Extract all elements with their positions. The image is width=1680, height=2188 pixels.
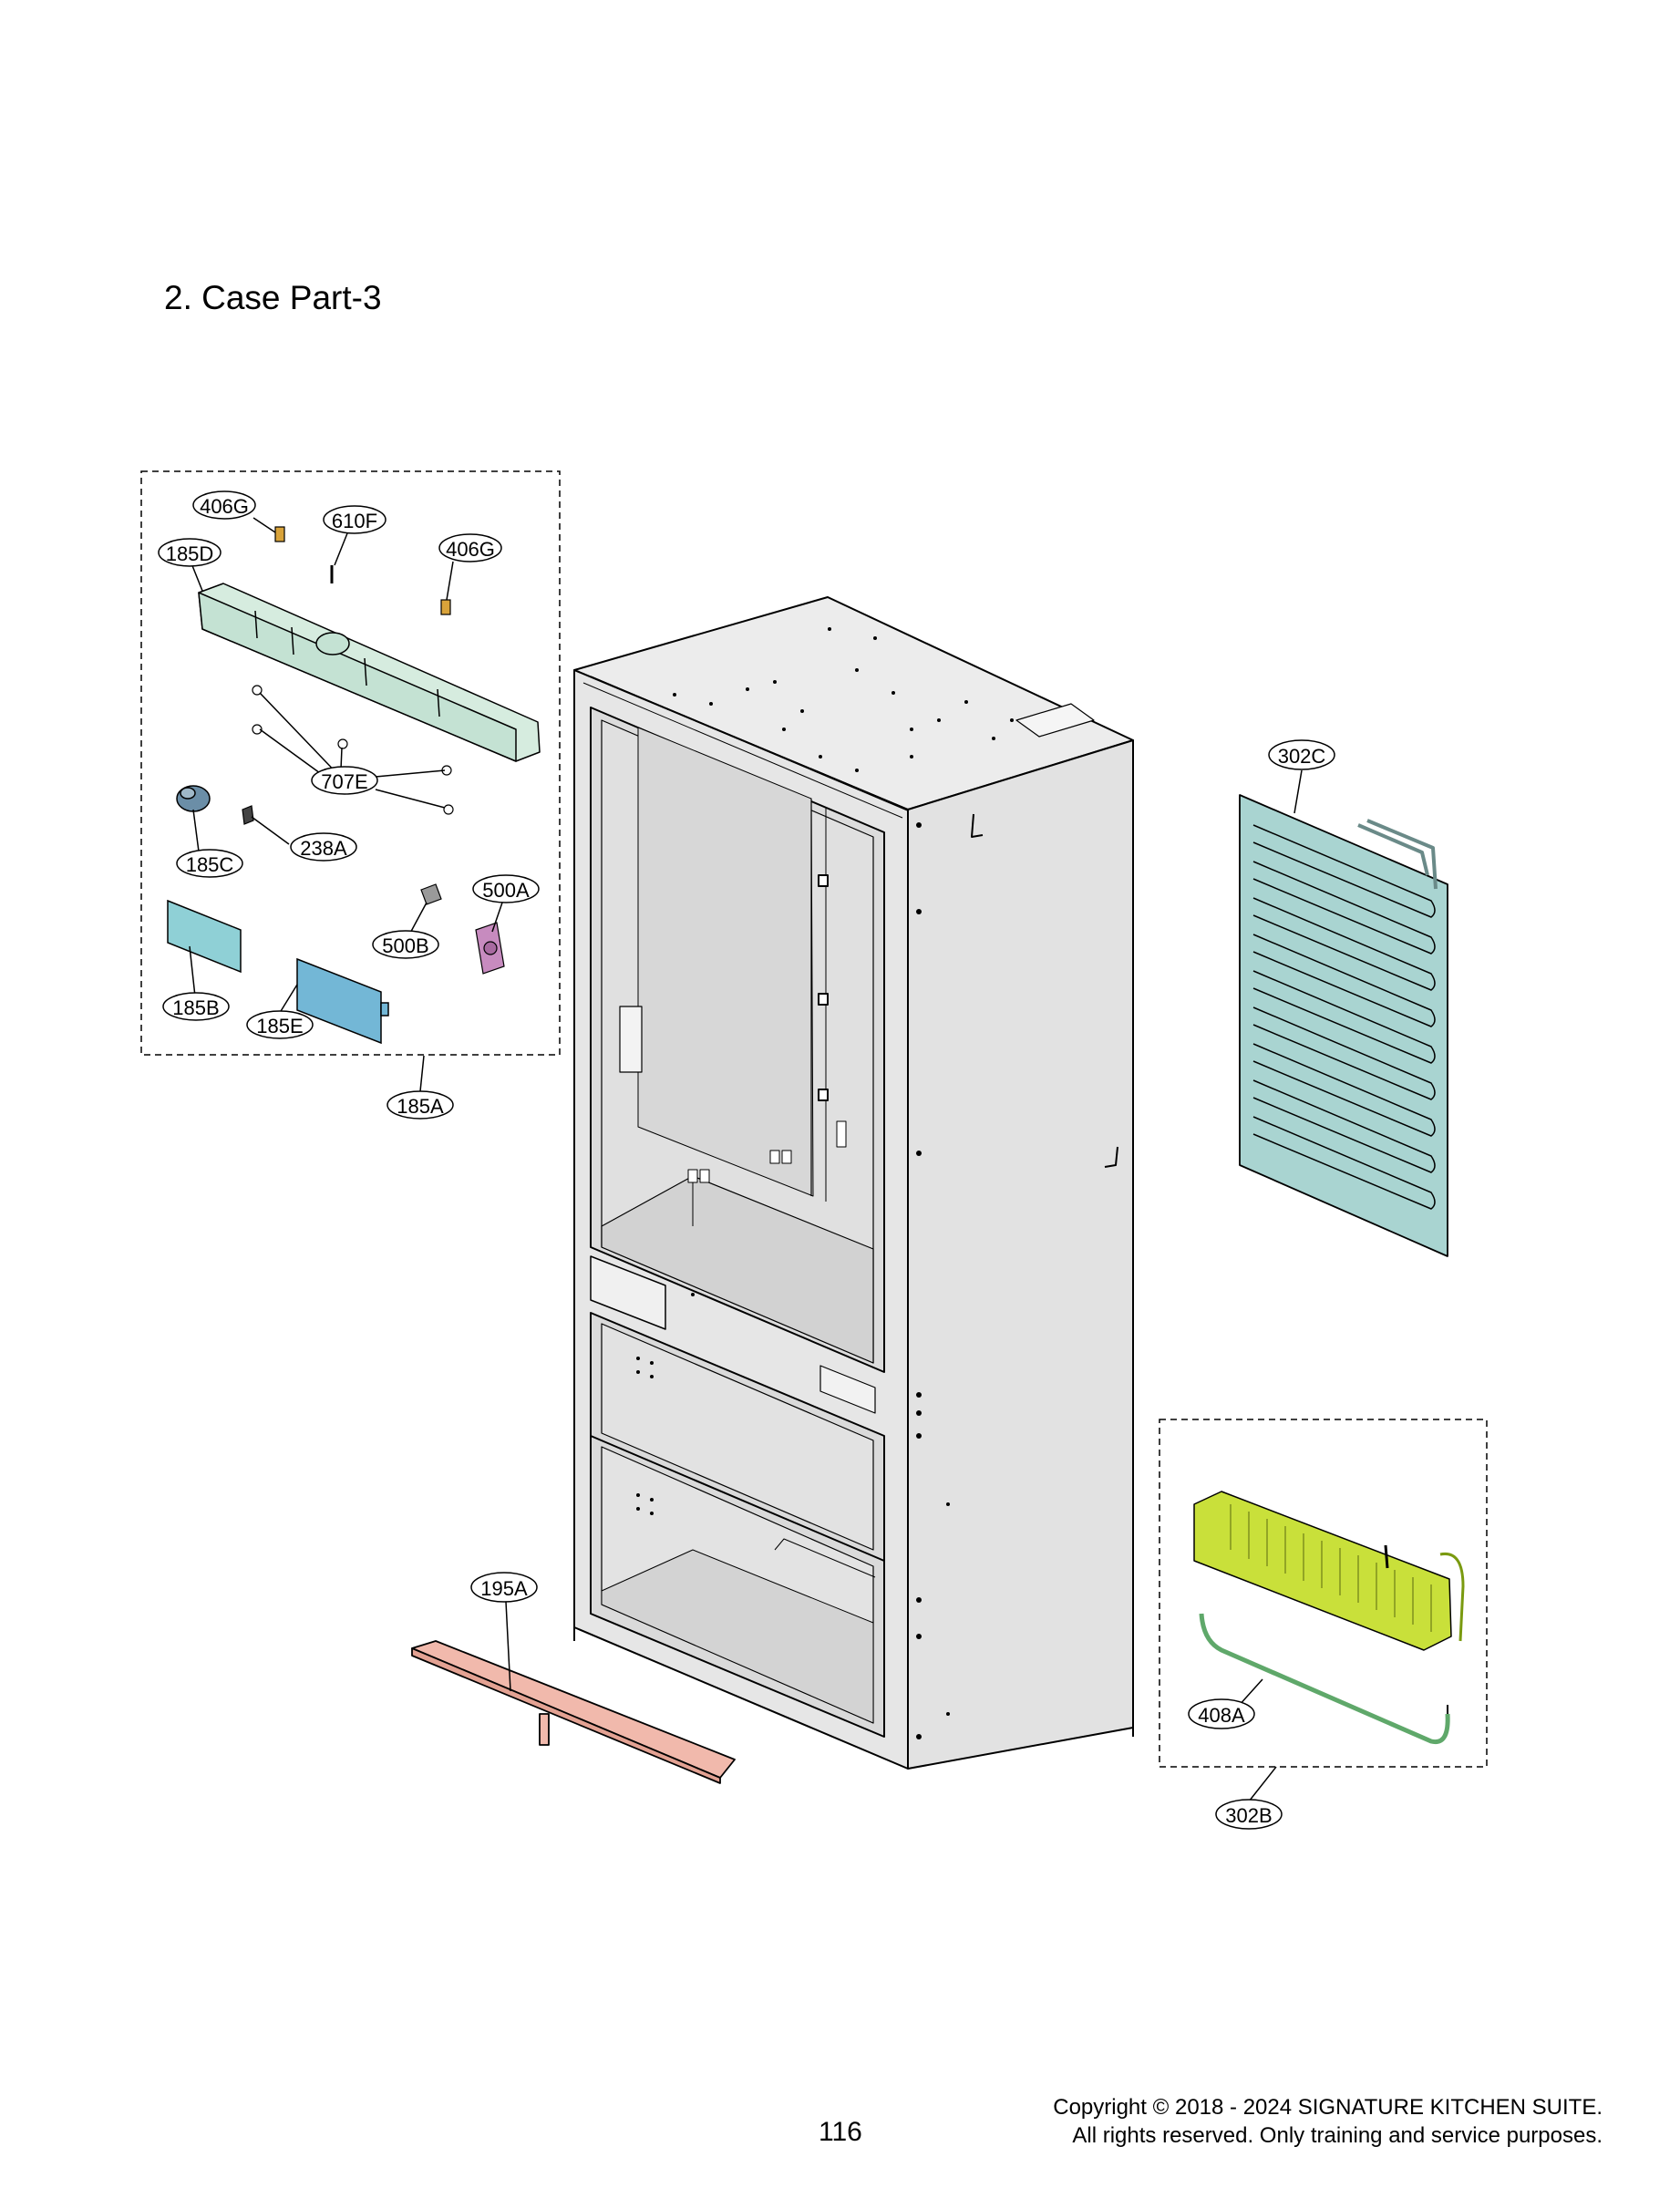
- callout-707E: 707E: [311, 766, 378, 795]
- callout-195A-label: 195A: [480, 1577, 528, 1600]
- callout-610F-label: 610F: [332, 510, 377, 532]
- callout-185A: 185A: [387, 1090, 454, 1120]
- callout-238A-label: 238A: [300, 837, 347, 860]
- part-406G-clip-b: [440, 599, 451, 615]
- callout-500A-label: 500A: [482, 879, 530, 902]
- callout-238A: 238A: [290, 832, 357, 862]
- callout-185D-label: 185D: [166, 542, 214, 565]
- callout-185D: 185D: [158, 538, 222, 567]
- callout-500A: 500A: [472, 874, 540, 903]
- callout-195A: 195A: [470, 1572, 538, 1603]
- callout-185A-label: 185A: [397, 1095, 444, 1118]
- callout-185E: 185E: [246, 1010, 314, 1039]
- part-185C-motor-cap: [176, 785, 211, 812]
- defrost-heater-group-box: [1159, 1419, 1488, 1768]
- callout-408A-label: 408A: [1198, 1704, 1245, 1727]
- part-302C-evaporator: [1239, 794, 1448, 1257]
- copyright-line-1: Copyright © 2018 - 2024 SIGNATURE KITCHE…: [1053, 2095, 1603, 2120]
- callout-302B-label: 302B: [1225, 1804, 1272, 1827]
- callout-406G-a-label: 406G: [200, 495, 249, 518]
- callout-500B-label: 500B: [382, 934, 428, 957]
- part-heater-assembly: [1193, 1491, 1465, 1651]
- callout-707E-label: 707E: [321, 770, 367, 793]
- callout-610F: 610F: [323, 505, 387, 534]
- part-406G-clip-a: [274, 526, 285, 542]
- duct-assembly-group-box: [140, 470, 561, 1056]
- copyright-line-2: All rights reserved. Only training and s…: [1072, 2123, 1603, 2148]
- part-238A-holder: [242, 805, 254, 825]
- callout-302B: 302B: [1215, 1799, 1283, 1830]
- callout-408A: 408A: [1188, 1698, 1255, 1729]
- part-408A-drain-heater: [1199, 1613, 1450, 1745]
- callout-185B-label: 185B: [172, 996, 219, 1019]
- part-500A-fan-motor: [475, 922, 505, 975]
- page-number: 116: [819, 2117, 862, 2147]
- refrigerator-cabinet: [573, 596, 1134, 1770]
- part-185D-duct: [198, 583, 541, 762]
- part-500B-damper: [420, 883, 442, 905]
- part-707E-screws: [252, 685, 454, 815]
- callout-500B: 500B: [372, 930, 439, 959]
- callout-185B: 185B: [162, 992, 230, 1021]
- callout-406G-b-label: 406G: [446, 538, 495, 561]
- callout-185C-label: 185C: [186, 853, 234, 876]
- part-185E-cover: [296, 957, 389, 1045]
- callout-185E-label: 185E: [256, 1015, 303, 1037]
- part-185B-cover: [167, 899, 242, 974]
- callout-406G-b: 406G: [438, 533, 502, 562]
- callout-406G-a: 406G: [192, 490, 256, 520]
- section-title: 2. Case Part-3: [164, 279, 382, 316]
- callout-302C: 302C: [1268, 739, 1335, 770]
- callout-302C-label: 302C: [1278, 745, 1326, 768]
- part-195A-drain-pan: [411, 1640, 736, 1784]
- copyright-notice: Copyright © 2018 - 2024 SIGNATURE KITCHE…: [1053, 2093, 1603, 2150]
- callout-185C: 185C: [176, 849, 243, 878]
